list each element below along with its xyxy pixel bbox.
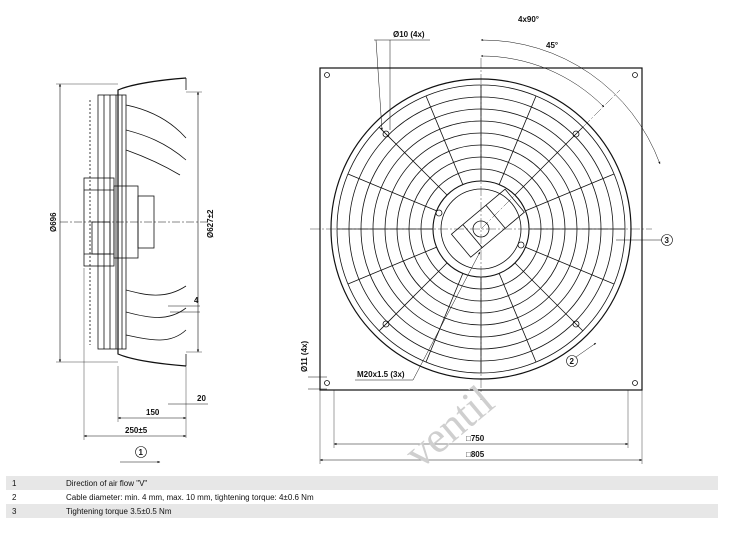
note-text: Cable diameter: min. 4 mm, max. 10 mm, t…	[60, 490, 718, 504]
note-number: 1	[6, 476, 60, 490]
front-view-dimensions	[308, 38, 673, 464]
callout-cable: 2	[570, 357, 575, 366]
dim-angle-pattern: 4x90°	[518, 15, 539, 24]
dim-square-inner: □750	[466, 434, 485, 443]
dim-flange: 20	[197, 394, 206, 403]
note-number: 2	[6, 490, 60, 504]
dim-mount-hole: Ø11 (4x)	[300, 341, 309, 372]
side-view	[60, 77, 210, 367]
dim-dia-outer: Ø696	[49, 212, 58, 232]
dim-overall-depth: 250±5	[125, 426, 148, 435]
table-row: 1 Direction of air flow "V"	[6, 476, 718, 490]
dim-hole-dia: Ø10 (4x)	[393, 30, 425, 39]
table-row: 2 Cable diameter: min. 4 mm, max. 10 mm,…	[6, 490, 718, 504]
table-row: 3 Tightening torque 3.5±0.5 Nm	[6, 504, 718, 518]
callout-torque: 3	[665, 236, 670, 245]
dim-gap: 4	[194, 296, 199, 305]
dim-cable-gland: M20x1.5 (3x)	[357, 370, 405, 379]
dim-square-outer: □805	[466, 450, 485, 459]
note-text: Tightening torque 3.5±0.5 Nm	[60, 504, 718, 518]
dim-dia-inner: Ø627±2	[206, 209, 215, 238]
fan-technical-drawing: Ø696 Ø627±2 4 150 20 250±5 1	[49, 15, 673, 470]
dim-angle-offset: 45°	[546, 41, 558, 50]
note-number: 3	[6, 504, 60, 518]
notes-table: 1 Direction of air flow "V" 2 Cable diam…	[6, 476, 718, 518]
side-view-dimensions	[56, 83, 208, 464]
callout-airflow-side: 1	[139, 448, 144, 457]
dim-depth: 150	[146, 408, 160, 417]
note-text: Direction of air flow "V"	[60, 476, 718, 490]
